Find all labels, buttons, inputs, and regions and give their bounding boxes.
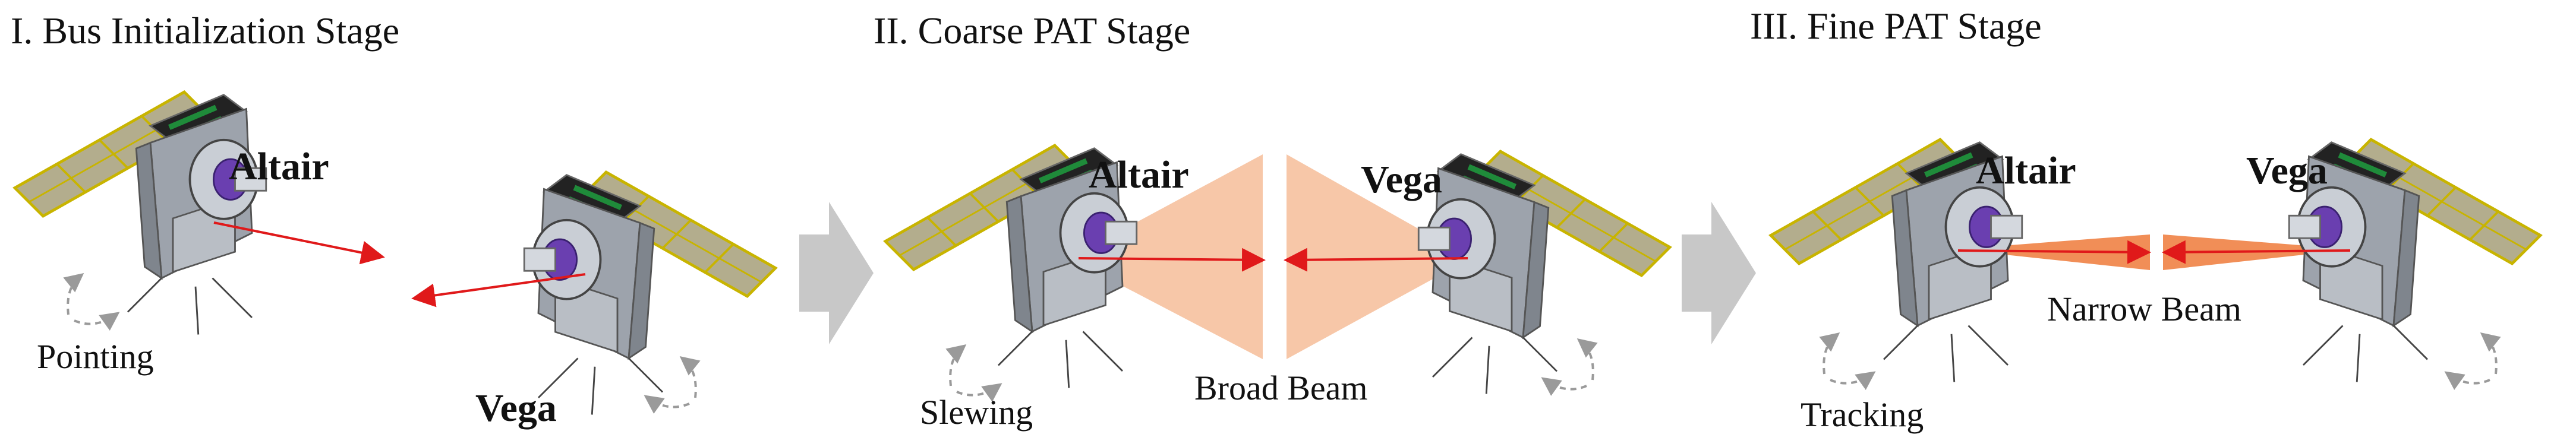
stage-3-vega-label: Vega: [2246, 149, 2328, 192]
rotation-hint-icon: [1545, 341, 1593, 389]
stage-3-beam-label: Narrow Beam: [2047, 290, 2241, 328]
stage-1-title: I. Bus Initialization Stage: [11, 9, 400, 52]
vega-pointing-arrow: [411, 273, 586, 307]
vega-satellite-icon: [1418, 151, 1670, 394]
stage-2-altair-label: Altair: [1089, 153, 1189, 196]
stage-2: [885, 145, 1670, 395]
stage-arrow-icon: [799, 202, 874, 344]
rotation-hint-icon: [68, 276, 116, 324]
altair-pointing-arrow: [213, 221, 385, 265]
rotation-hint-icon: [1824, 335, 1872, 383]
stage-1: [15, 92, 775, 415]
stage-1-vega-label: Vega: [475, 386, 557, 430]
broad-beam-left: [1070, 154, 1263, 359]
stage-3-motion-label: Tracking: [1801, 395, 1924, 434]
stage-2-title: II. Coarse PAT Stage: [874, 9, 1191, 52]
vega-link-arrow: [2162, 240, 2351, 264]
stage-2-vega-label: Vega: [1361, 158, 1442, 201]
vega-link-arrow: [1284, 248, 1468, 272]
stage-1-motion-label: Pointing: [37, 337, 154, 376]
stage-2-beam-label: Broad Beam: [1194, 369, 1368, 407]
altair-link-arrow: [1957, 240, 2151, 264]
rotation-hint-icon: [2448, 335, 2496, 383]
stage-2-motion-label: Slewing: [920, 393, 1033, 432]
stage-3-altair-label: Altair: [1976, 149, 2076, 192]
altair-satellite-icon: [15, 92, 266, 335]
stage-1-altair-label: Altair: [229, 145, 329, 188]
vega-satellite-icon: [524, 172, 775, 415]
stage-arrow-icon: [1682, 202, 1756, 344]
rotation-hint-icon: [648, 359, 696, 407]
stage-3-title: III. Fine PAT Stage: [1750, 5, 2042, 47]
broad-beam-right: [1287, 154, 1471, 359]
altair-link-arrow: [1078, 248, 1266, 272]
stage-3: [1771, 140, 2540, 383]
rotation-hint-icon: [950, 347, 998, 395]
